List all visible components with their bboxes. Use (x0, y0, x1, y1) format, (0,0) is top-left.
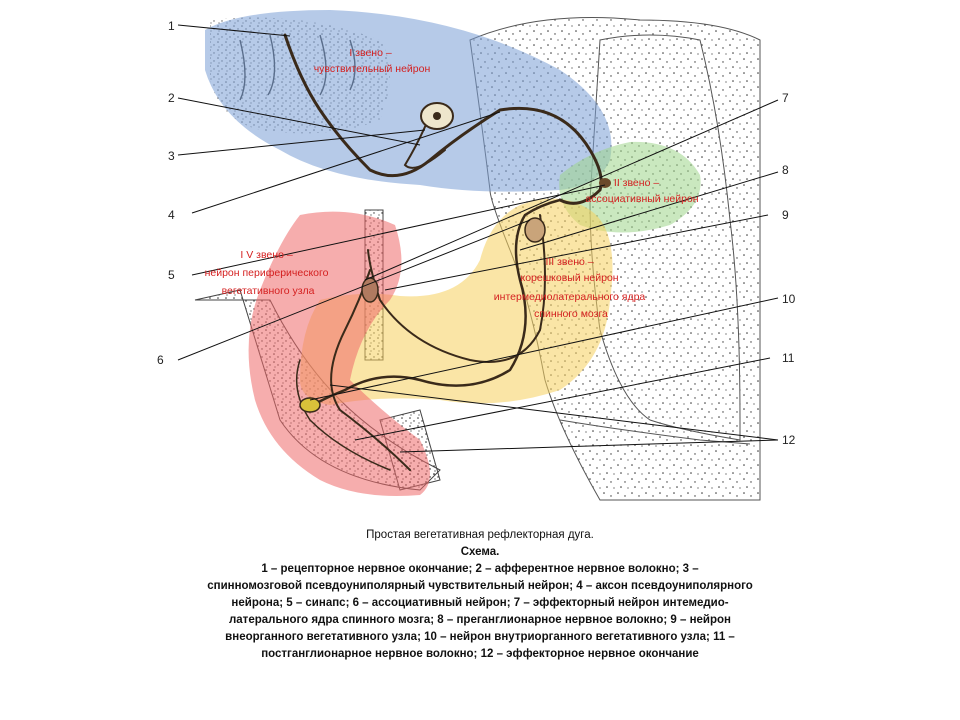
label-12: 12 (782, 433, 796, 447)
reflex-arc-diagram: 1 2 3 4 5 6 7 8 9 10 11 12 I звено – чув… (157, 10, 796, 501)
number-labels: 1 2 3 4 5 6 7 8 9 10 11 12 (157, 19, 796, 447)
association-neuron (599, 178, 611, 188)
legend-line: постганглионарное нервное волокно; 12 – … (261, 648, 699, 660)
intramural-neuron (299, 397, 321, 413)
zone-4-label: I V звено – нейрон периферического вегет… (205, 249, 332, 297)
label-8: 8 (782, 163, 789, 177)
neuron-bodies (299, 102, 611, 413)
legend-line: 1 – рецепторное нервное окончание; 2 – а… (261, 563, 699, 575)
leader-lines (177, 24, 779, 453)
figure-caption: Простая вегетативная рефлекторная дуга. … (160, 527, 800, 663)
label-10: 10 (782, 292, 796, 306)
label-2: 2 (168, 91, 175, 105)
ventral-horn (559, 419, 751, 445)
zone-4-highlight (248, 211, 430, 496)
legend-line: спинномозговой псевдоуниполярный чувстви… (207, 580, 753, 592)
intermediolateral-neuron (524, 217, 546, 243)
caption-title: Простая вегетативная рефлекторная дуга. (366, 529, 594, 541)
legend-line: нейрона; 5 – синапс; 6 – ассоциативный н… (231, 597, 729, 609)
zone-1-highlight (205, 10, 612, 192)
zone-3-label: III звено – корешковый нейрон интермедио… (494, 256, 648, 320)
label-3: 3 (168, 149, 175, 163)
legend-line: внеорганного вегетативного узла; 10 – не… (225, 631, 735, 643)
legend-line: латерального ядра спинного мозга; 8 – пр… (228, 614, 731, 626)
zone-2-highlight (559, 141, 701, 233)
label-4: 4 (168, 208, 175, 222)
nerve-fibers (283, 33, 603, 471)
label-5: 5 (168, 268, 175, 282)
label-7: 7 (782, 91, 789, 105)
label-11: 11 (782, 351, 795, 365)
caption-legend: 1 – рецепторное нервное окончание; 2 – а… (160, 561, 800, 663)
label-1: 1 (168, 19, 175, 33)
caption-subtitle: Схема. (460, 546, 500, 558)
label-9: 9 (782, 208, 789, 222)
zone-1-label: I звено – чувствительный нейрон (314, 47, 431, 75)
zone-2-label: II звено – ассоциативный нейрон (585, 177, 698, 205)
zone-labels: I звено – чувствительный нейрон II звено… (205, 47, 699, 320)
label-6: 6 (157, 353, 164, 367)
zone-3-highlight (300, 198, 613, 405)
